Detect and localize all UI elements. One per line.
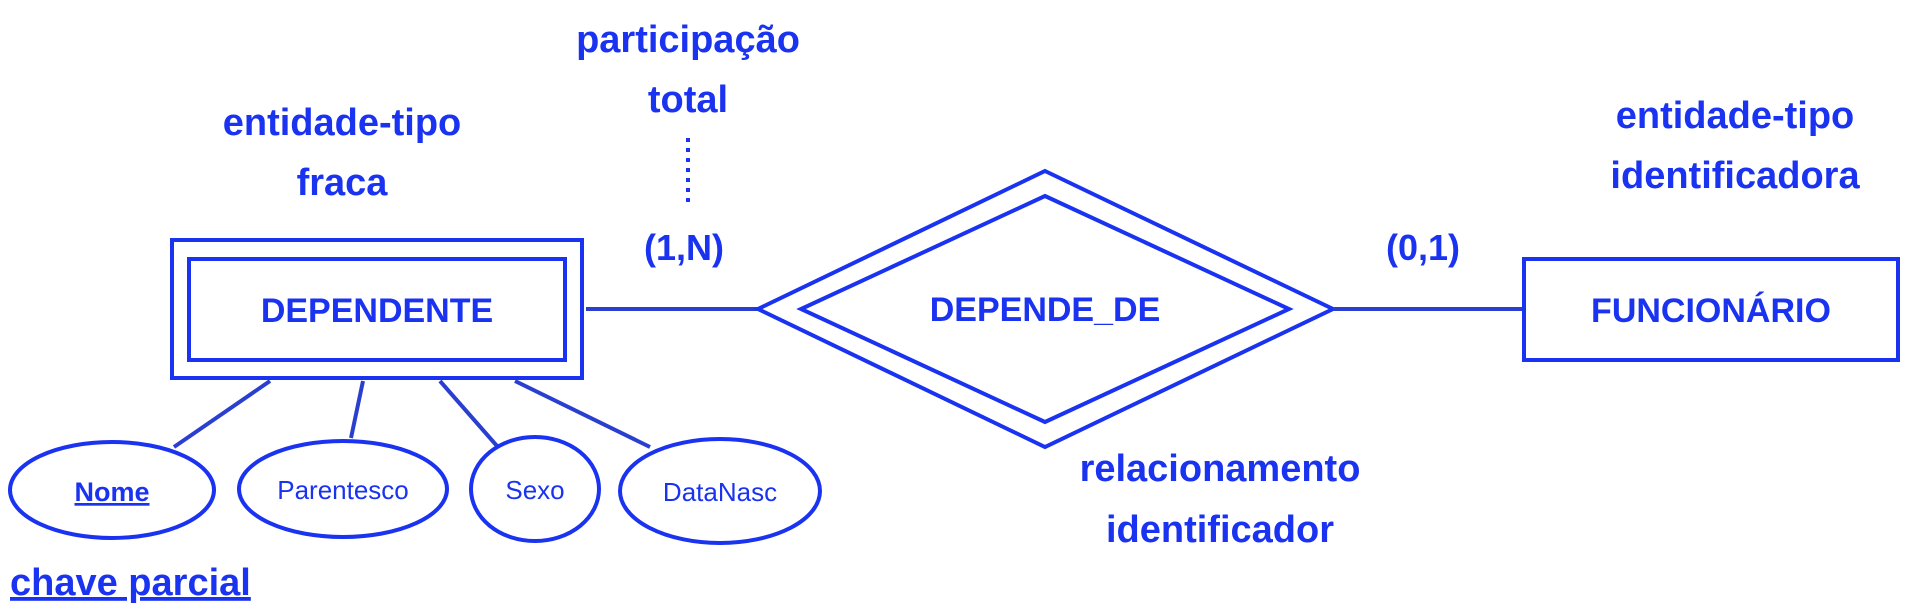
attribute-datanasc-ellipse xyxy=(618,437,822,545)
attribute-parentesco-label: Parentesco xyxy=(277,475,409,505)
attribute-nome: Nome xyxy=(8,440,216,540)
attribute-connector-sexo xyxy=(438,379,499,448)
attribute-nome-ellipse xyxy=(8,440,216,540)
weak-entity-name: DEPENDENTE xyxy=(261,292,493,330)
weak-entity-label-line2: fraca xyxy=(297,162,389,204)
weak-entity-outer-border xyxy=(170,238,584,380)
participation-label-line2: total xyxy=(648,79,728,121)
relationship-name: DEPENDE_DE xyxy=(930,291,1161,329)
relationship-outer-diamond xyxy=(753,168,1338,450)
attribute-connector-nome xyxy=(172,379,272,449)
cardinality-owner-side: (0,1) xyxy=(1386,227,1460,268)
owner-entity-label-line2: identificadora xyxy=(1610,155,1860,197)
partial-key-label: chave parcial xyxy=(10,562,251,604)
weak-entity-box: DEPENDENTE xyxy=(170,238,584,380)
attribute-sexo-label: Sexo xyxy=(505,475,564,505)
owner-entity-box: FUNCIONÁRIO xyxy=(1522,257,1900,362)
weak-entity-label-line1: entidade-tipo xyxy=(223,102,462,144)
relationship-inner-diamond xyxy=(796,193,1294,425)
attribute-connector-parentesco xyxy=(349,380,365,439)
owner-entity-border xyxy=(1522,257,1900,362)
weak-entity-inner-border xyxy=(187,257,567,362)
attribute-sexo-ellipse xyxy=(469,435,601,543)
cardinality-weak-side: (1,N) xyxy=(644,227,724,268)
attribute-parentesco-ellipse xyxy=(237,439,449,539)
attribute-sexo: Sexo xyxy=(469,435,601,543)
attribute-datanasc-label: DataNasc xyxy=(663,477,777,507)
identifying-relationship: DEPENDE_DE xyxy=(753,168,1338,450)
attribute-nome-label: Nome xyxy=(74,477,149,507)
attribute-connector-datanasc xyxy=(514,379,651,449)
attribute-datanasc: DataNasc xyxy=(618,437,822,545)
owner-entity-name: FUNCIONÁRIO xyxy=(1591,292,1831,330)
attribute-parentesco: Parentesco xyxy=(237,439,449,539)
owner-entity-label-line1: entidade-tipo xyxy=(1616,95,1855,137)
identifying-rel-label-line2: identificador xyxy=(1106,509,1334,551)
identifying-rel-label-line1: relacionamento xyxy=(1080,448,1361,490)
participation-label-line1: participação xyxy=(576,19,800,61)
